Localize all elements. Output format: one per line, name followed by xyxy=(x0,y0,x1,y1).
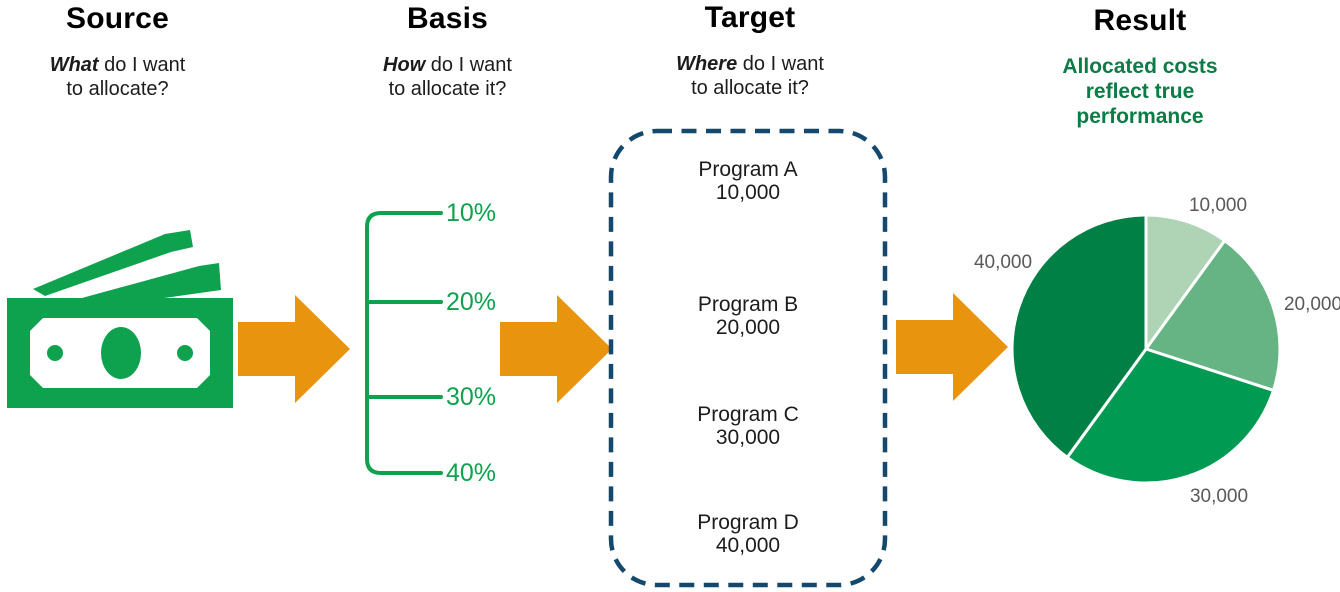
source-column-header: Source What do I want to allocate? xyxy=(10,2,225,101)
target-question: Where do I want to allocate it? xyxy=(640,52,860,100)
pie-label-2: 20,000 xyxy=(1284,294,1340,315)
result-title: Result xyxy=(1093,4,1187,37)
pie-slice-1 xyxy=(1144,213,1227,351)
program-b-item: Program B 20,000 xyxy=(638,293,858,339)
basis-question: How do I want to allocate it? xyxy=(340,53,555,101)
source-question-line2: to allocate? xyxy=(66,78,169,100)
basis-percentage-3: 30% xyxy=(446,383,497,411)
source-question: What do I want to allocate? xyxy=(10,53,225,101)
basis-bracket-icon xyxy=(365,211,443,475)
basis-question-line2: to allocate it? xyxy=(388,78,507,100)
program-d-name: Program D xyxy=(697,511,799,534)
pie-label-4: 40,000 xyxy=(974,252,1032,273)
pie-slice-2 xyxy=(1144,239,1282,392)
program-c-item: Program C 30,000 xyxy=(638,403,858,449)
result-subtitle: Allocated costs reflect true performance xyxy=(1062,55,1218,128)
basis-question-keyword: How xyxy=(383,54,426,76)
basis-column-header: Basis How do I want to allocate it? xyxy=(340,2,555,101)
pie-label-3: 30,000 xyxy=(1190,486,1248,507)
program-d-value: 40,000 xyxy=(715,534,781,557)
program-c-value: 30,000 xyxy=(715,426,781,449)
pie-label-1: 10,000 xyxy=(1189,195,1247,216)
program-a-value: 10,000 xyxy=(715,181,781,204)
arrow-right-icon-3 xyxy=(896,293,1008,401)
target-question-line2: to allocate it? xyxy=(691,77,809,99)
target-question-rest: do I want xyxy=(737,53,824,75)
program-b-value: 20,000 xyxy=(715,316,781,339)
source-title: Source xyxy=(66,2,169,35)
program-a-name: Program A xyxy=(698,158,798,181)
pie-chart: 10,000 20,000 30,000 40,000 xyxy=(974,195,1340,507)
arrow-right-icon-2 xyxy=(500,295,612,403)
program-c-name: Program C xyxy=(697,403,799,426)
arrow-right-icon-1 xyxy=(238,295,350,403)
basis-question-rest: do I want xyxy=(425,54,512,76)
target-question-keyword: Where xyxy=(676,53,738,75)
basis-percentage-2: 20% xyxy=(446,288,497,316)
target-title: Target xyxy=(704,1,796,34)
target-column-header: Target Where do I want to allocate it? xyxy=(640,1,860,100)
program-b-name: Program B xyxy=(697,293,799,316)
pie-slice-4 xyxy=(1010,213,1148,459)
basis-title: Basis xyxy=(406,2,489,35)
result-column-header: Result Allocated costs reflect true perf… xyxy=(1030,4,1250,129)
program-d-item: Program D 40,000 xyxy=(638,511,858,557)
basis-percentage-4: 40% xyxy=(446,459,497,487)
basis-percentage-1: 10% xyxy=(446,199,497,227)
program-a-item: Program A 10,000 xyxy=(638,158,858,204)
pie-slice-3 xyxy=(1065,347,1275,485)
source-question-keyword: What xyxy=(49,54,99,76)
money-icon xyxy=(7,230,233,408)
source-question-rest: do I want xyxy=(98,54,186,76)
